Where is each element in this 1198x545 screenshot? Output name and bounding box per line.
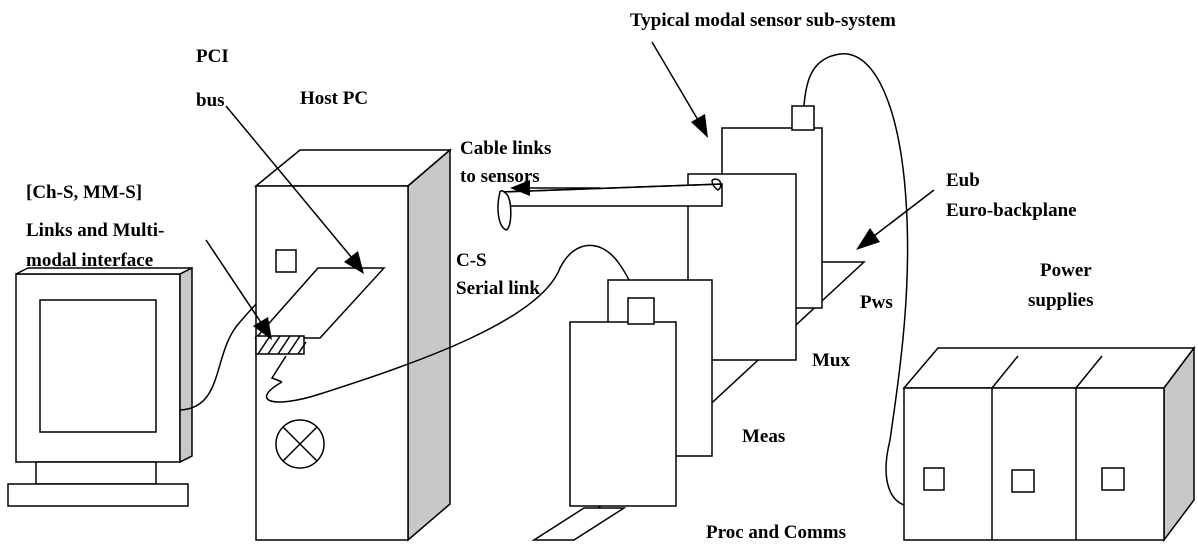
label-power: Power bbox=[1040, 260, 1092, 281]
label-eub: Eub bbox=[946, 170, 980, 191]
label-typical-subsystem: Typical modal sensor sub-system bbox=[630, 10, 896, 31]
label-pws: Pws bbox=[860, 292, 893, 313]
label-modal-interface: modal interface bbox=[26, 250, 153, 271]
arrows bbox=[205, 41, 935, 340]
label-to-sensors: to sensors bbox=[460, 166, 540, 187]
serial-link-cable bbox=[265, 244, 637, 403]
label-mux: Mux bbox=[812, 350, 851, 371]
label-c-s: C-S bbox=[456, 250, 487, 271]
label-meas: Meas bbox=[742, 426, 785, 447]
label-proc-comms: Proc and Comms bbox=[706, 522, 846, 543]
monitor bbox=[7, 266, 193, 507]
label-cable-links: Cable links bbox=[460, 138, 551, 159]
label-supplies: supplies bbox=[1028, 290, 1093, 311]
label-ch-s-mm-s: [Ch-S, MM-S] bbox=[26, 182, 142, 203]
label-euro-backplane: Euro-backplane bbox=[946, 200, 1077, 221]
label-pci: PCI bbox=[196, 46, 229, 67]
label-serial-link: Serial link bbox=[456, 278, 540, 299]
power-supplies-unit bbox=[902, 345, 1196, 543]
label-bus: bus bbox=[196, 90, 225, 111]
multimodal-connector bbox=[255, 335, 307, 355]
backplane-base bbox=[531, 507, 627, 541]
proc-comms-module bbox=[569, 297, 677, 507]
label-links-multi: Links and Multi- bbox=[26, 220, 164, 241]
label-host-pc: Host PC bbox=[300, 88, 368, 109]
sensor-cable-link bbox=[497, 178, 723, 231]
